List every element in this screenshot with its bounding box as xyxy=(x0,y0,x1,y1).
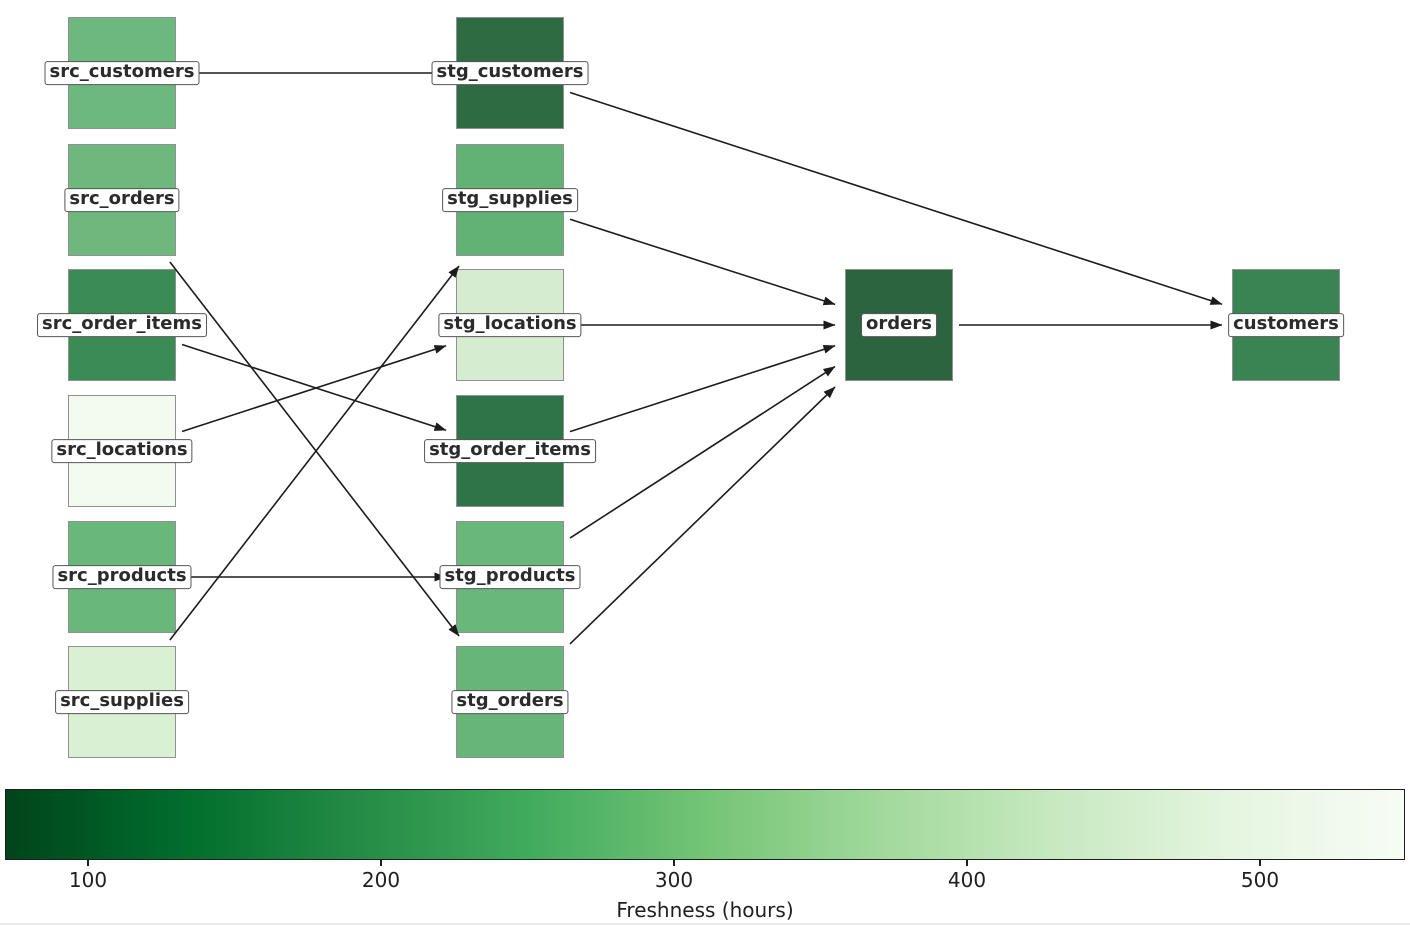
node-label-orders: orders xyxy=(861,313,937,337)
node-label-stg_locations: stg_locations xyxy=(438,313,582,337)
edge-stg_products-to-orders xyxy=(569,365,836,539)
node-label-src_products: src_products xyxy=(52,565,192,589)
edge-stg_orders-to-orders xyxy=(569,386,836,645)
node-label-stg_customers: stg_customers xyxy=(431,61,589,85)
node-label-src_supplies: src_supplies xyxy=(55,690,189,714)
node-label-src_order_items: src_order_items xyxy=(37,313,207,337)
node-label-stg_products: stg_products xyxy=(439,565,581,589)
edge-stg_supplies-to-orders xyxy=(569,218,836,306)
edge-src_orders-to-stg_orders xyxy=(169,261,460,637)
edge-src_locations-to-stg_locations xyxy=(181,345,447,433)
edge-src_order_items-to-stg_order_items xyxy=(181,343,447,431)
edge-stg_customers-to-customers xyxy=(569,91,1223,305)
edge-src_supplies-to-stg_supplies xyxy=(169,265,460,641)
edge-stg_order_items-to-orders xyxy=(569,344,836,433)
node-label-src_orders: src_orders xyxy=(64,188,180,212)
node-label-stg_supplies: stg_supplies xyxy=(442,188,578,212)
node-label-src_locations: src_locations xyxy=(51,439,193,463)
node-label-stg_order_items: stg_order_items xyxy=(424,439,596,463)
node-label-customers: customers xyxy=(1228,313,1344,337)
figure-bottom-border xyxy=(0,923,1410,925)
node-label-stg_orders: stg_orders xyxy=(451,690,569,714)
node-label-src_customers: src_customers xyxy=(44,61,200,85)
